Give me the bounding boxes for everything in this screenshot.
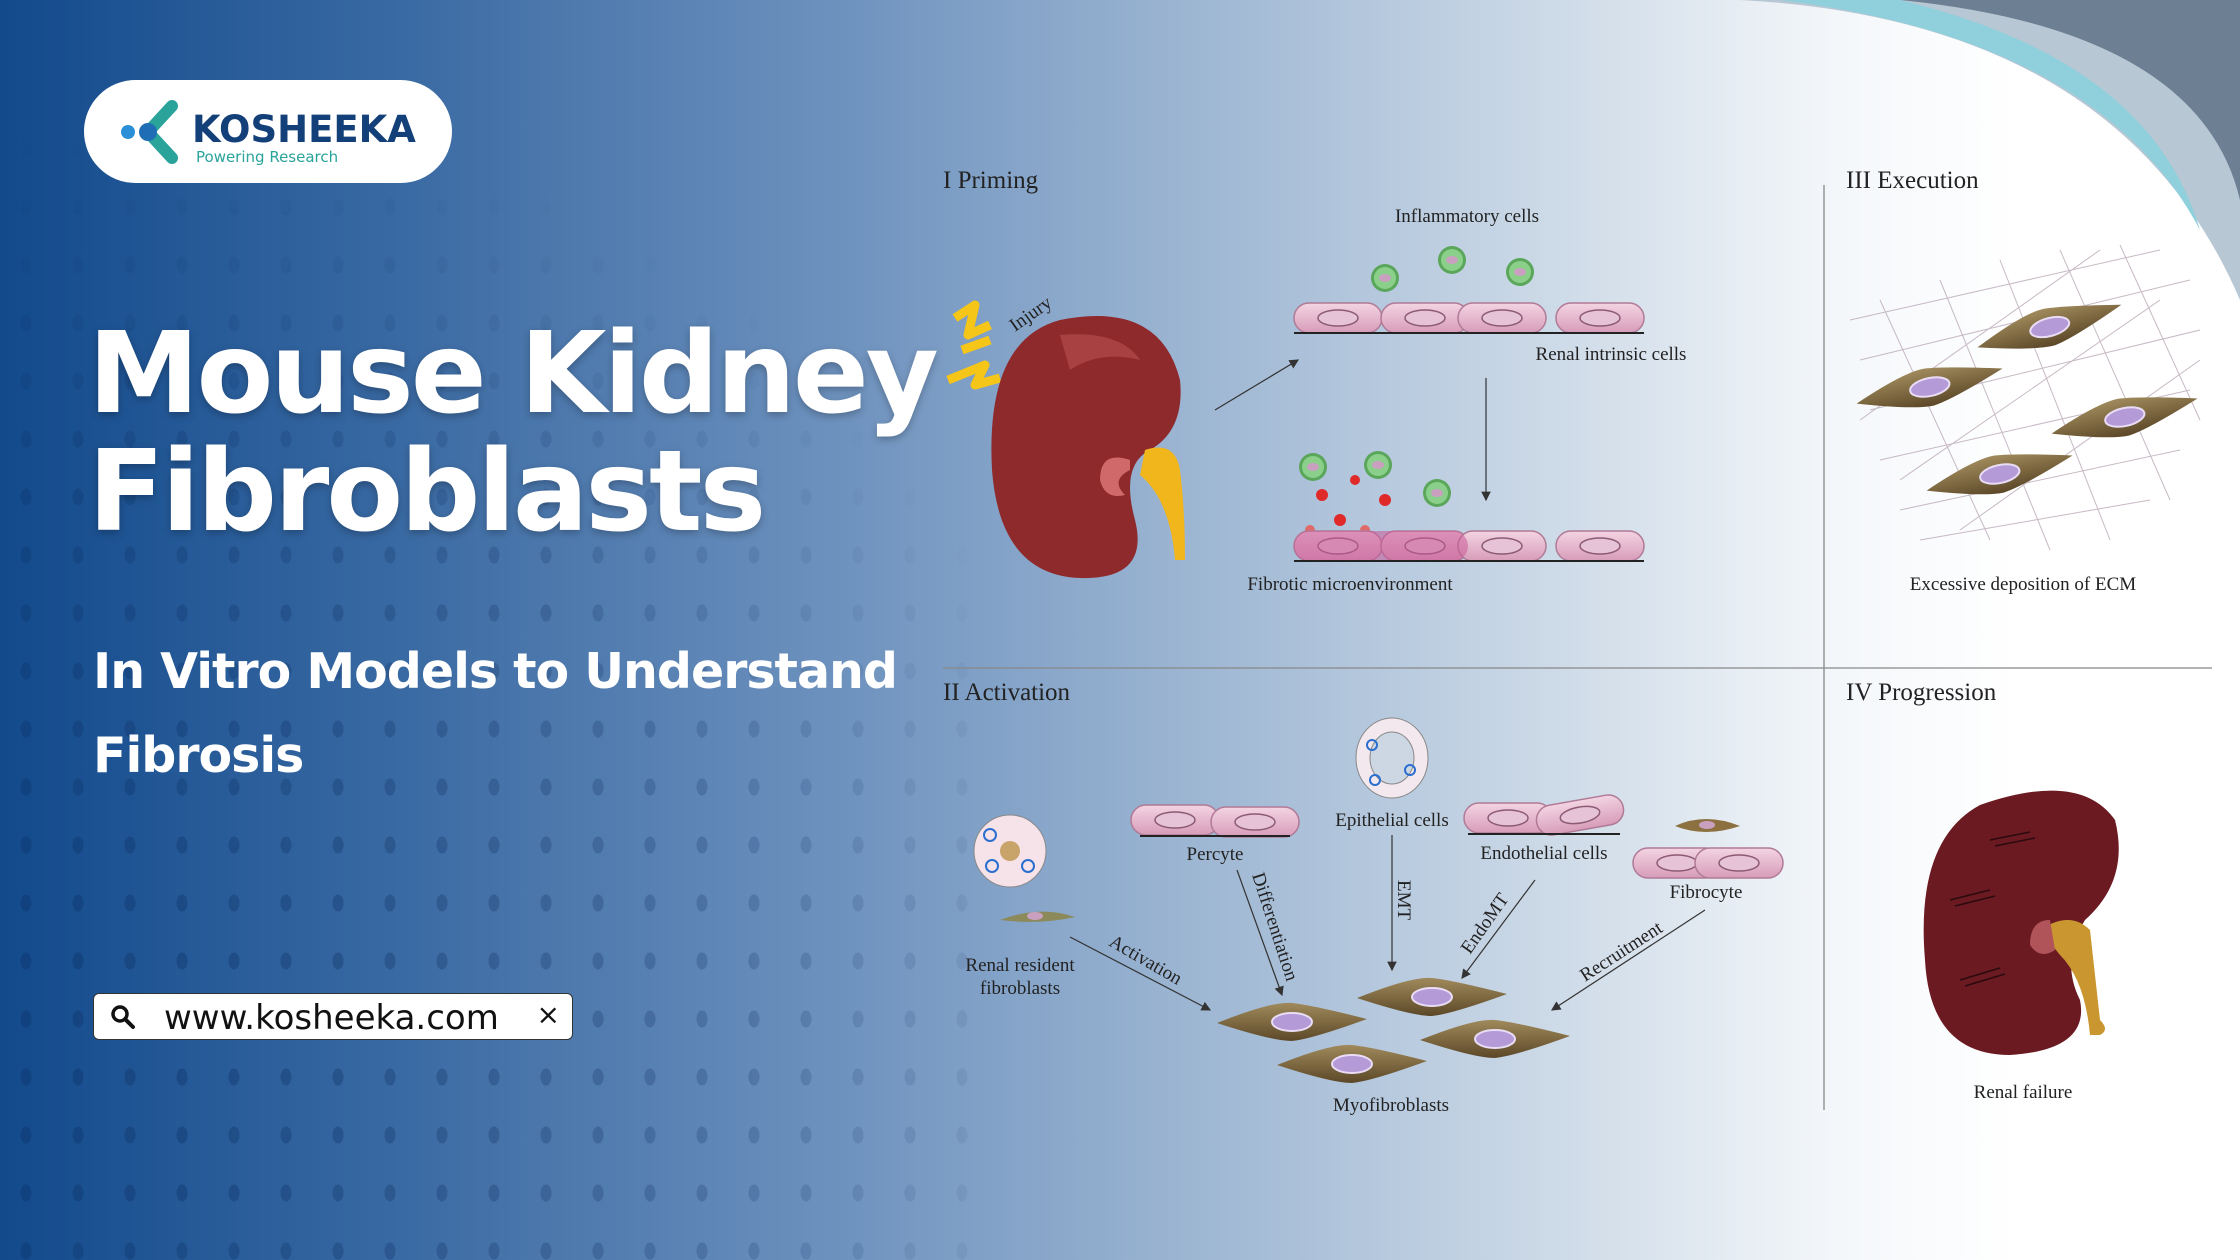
page-subtitle: In Vitro Models to Understand Fibrosis: [93, 630, 898, 798]
inflammatory-cell: [1371, 264, 1399, 292]
renal-resident-label-1: Renal resident: [965, 955, 1075, 976]
endothelial-cells-label: Endothelial cells: [1480, 843, 1607, 864]
recruitment-arrow-label: Recruitment: [1576, 917, 1667, 986]
epithelial-cells-label: Epithelial cells: [1335, 810, 1448, 831]
failed-kidney-illustration: [1923, 790, 2119, 1055]
myofibroblast: [1419, 1018, 1571, 1059]
search-icon: [111, 1005, 135, 1029]
myofibroblast: [1276, 1043, 1428, 1084]
epithelial-cells: [1355, 717, 1429, 799]
inflammatory-cell: [1438, 246, 1466, 274]
percyte-label: Percyte: [1187, 844, 1244, 865]
subtitle-line-2: Fibrosis: [93, 727, 304, 784]
page-title: Mouse Kidney Fibroblasts: [88, 309, 939, 557]
renal-resident-label-2: fibroblasts: [980, 978, 1060, 999]
fibrocyte-label: Fibrocyte: [1670, 882, 1743, 903]
myofibroblast: [1921, 438, 2079, 510]
close-icon[interactable]: ×: [536, 998, 560, 1031]
arrow-recruitment: [1550, 909, 1706, 1011]
inflammatory-cell: [1506, 258, 1534, 286]
endothelial-cells: [1463, 791, 1627, 839]
section-execution: III Execution: [1846, 167, 1979, 194]
differentiation-arrow-label: Differentiation: [1247, 870, 1302, 984]
subtitle-line-1: In Vitro Models to Understand: [93, 643, 898, 700]
brand-name: KOSHEEKA: [192, 108, 416, 151]
inflammatory-cells-label: Inflammatory cells: [1395, 206, 1539, 227]
fibrotic-cells: [1293, 451, 1645, 562]
emt-arrow-label: EMT: [1393, 880, 1414, 921]
renal-resident-fibroblast-source: [973, 814, 1075, 922]
renal-failure-caption: Renal failure: [1974, 1082, 2073, 1103]
section-progression: IV Progression: [1846, 679, 1997, 706]
arrow-endomt: [1461, 879, 1536, 979]
section-priming: I Priming: [943, 167, 1039, 194]
section-activation: II Activation: [943, 679, 1071, 706]
corner-swoosh: [1740, 0, 2240, 300]
dot-pattern-background: [0, 120, 1000, 1260]
myofibroblasts-label: Myofibroblasts: [1333, 1095, 1449, 1116]
fibrocyte-cells: [1632, 819, 1784, 879]
percyte-cells: [1130, 804, 1300, 838]
brand-tagline: Powering Research: [196, 148, 339, 166]
ecm-caption: Excessive deposition of ECM: [1910, 574, 2136, 595]
title-line-1: Mouse Kidney: [88, 309, 939, 439]
title-line-2: Fibroblasts: [88, 427, 766, 557]
myofibroblast: [1356, 976, 1508, 1017]
logo-molecule-icon: [121, 100, 178, 164]
arrow-activation: [1069, 936, 1212, 1011]
myofibroblast: [1216, 1001, 1368, 1042]
injured-kidney-illustration: [946, 300, 1185, 579]
arrow-differentiation: [1236, 869, 1284, 997]
corner-swoosh-dark: [1900, 0, 2240, 200]
fibrotic-microenvironment-label: Fibrotic microenvironment: [1247, 574, 1453, 595]
renal-intrinsic-cells-label: Renal intrinsic cells: [1536, 344, 1687, 365]
search-input[interactable]: www.kosheeka.com: [164, 998, 499, 1038]
activation-arrow-label: Activation: [1106, 931, 1186, 990]
kosheeka-logo[interactable]: KOSHEEKA Powering Research: [84, 80, 452, 183]
website-search-bar[interactable]: www.kosheeka.com ×: [93, 993, 573, 1040]
renal-intrinsic-cells: [1293, 302, 1645, 334]
corner-swoosh-teal: [1780, 0, 2200, 230]
arrow-injury-to-cells: [1214, 359, 1300, 411]
